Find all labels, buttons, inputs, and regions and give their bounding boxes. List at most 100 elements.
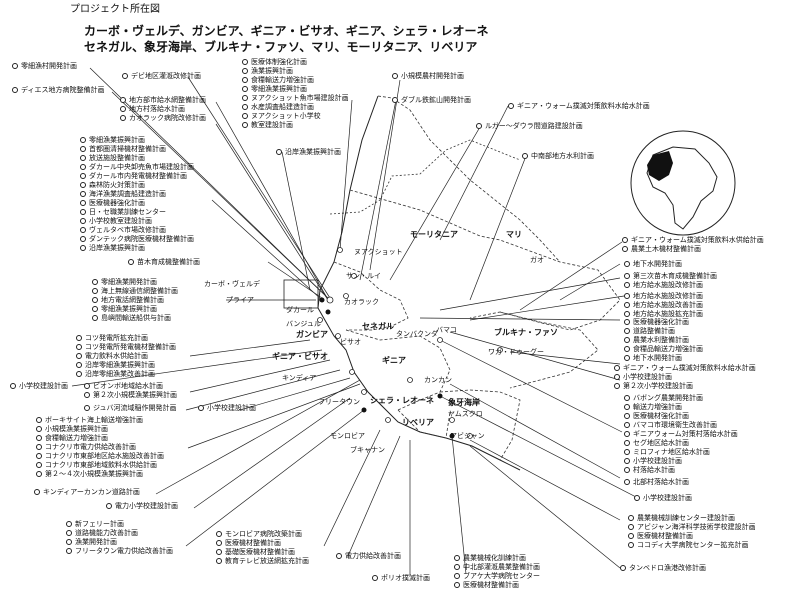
group-dakar: 零細漁業振興計画 首都圏清掃機材整備計画 放送施設整備計画 ダカール中央卸売魚市…	[80, 136, 194, 253]
countries-line-1: カーボ・ヴェルデ、ガンビア、ギニア・ビサオ、ギニア、シェラ・レオーネ	[84, 24, 489, 38]
project-label: ヌアクショット小学校	[242, 112, 349, 121]
group-kindia: キンディアーカンカン道路計画	[34, 488, 140, 497]
country-guinea-bissau: ギニア・ビサオ	[272, 352, 328, 361]
project-label: 医療機材強化計画	[624, 412, 738, 421]
city-kaolack: カオラック	[344, 298, 379, 306]
group-school-mid: 小学校建設計画	[198, 404, 256, 413]
country-mali: マリ	[506, 230, 522, 239]
country-cote-divoire: 象牙海岸	[448, 398, 480, 407]
project-label: 医療体制強化計画	[242, 58, 349, 67]
project-label: 地方部市給水網整備計画	[120, 96, 206, 105]
group-nursery: 苗木育成機整備計画	[128, 258, 200, 267]
project-label: 地方給水施設改善計画	[624, 301, 703, 310]
group-north-village: 北部村落給水計画	[624, 478, 689, 487]
project-label: 水産調査船建造計画	[242, 103, 349, 112]
project-label: 沿岸漁業振興計画	[276, 148, 341, 157]
project-label: ミロフィナ地区給水計画	[624, 448, 738, 457]
project-label: 医療機材整備計画	[628, 532, 756, 541]
project-label: ダブル鉄鉱山開発計画	[392, 96, 471, 105]
city-bissau: ビサオ	[340, 338, 361, 346]
project-label: 地方給水施設改修計画	[624, 281, 717, 290]
project-label: 新フェリー計画	[66, 520, 173, 529]
country-burkina-faso: ブルキナ・ファソ	[494, 328, 558, 337]
project-label: 食糧輸送力増強計画	[242, 76, 349, 85]
country-gambia: ガンビア	[296, 330, 328, 339]
project-label: 基礎医療機材整備計画	[216, 548, 309, 557]
border-mauritania	[377, 95, 561, 263]
country-sierra-leone: シェラ・レオーネ	[370, 396, 434, 405]
city-yamoussoukro: ヤムスクロ	[448, 410, 483, 418]
border-guinea	[345, 329, 451, 411]
city-markers	[317, 247, 503, 439]
project-label: ボーキサイト海上輸送増強計画	[36, 416, 164, 425]
border-senegal	[333, 261, 409, 331]
project-label: 地方村落給水計画	[120, 105, 206, 114]
project-label: キンディアーカンカン道路計画	[34, 488, 140, 497]
group-rugar: ルガー～ダウラ間道路建設計画	[476, 122, 583, 131]
city-freetown: フリータウン	[318, 398, 360, 406]
border-ci	[439, 389, 521, 461]
project-label: ギニア・ウォーム撲滅対策飲料水給水計画	[508, 102, 650, 111]
project-label: 沿岸零細漁業改善計画	[76, 370, 176, 379]
project-label: ヴェルタベ市場改修計画	[80, 226, 194, 235]
group-mali-central: 中南部地方水利計画	[522, 152, 594, 161]
group-left-2: ディエス地方病院整備計画	[12, 86, 105, 95]
group-polio: ポリオ撲滅計画	[372, 574, 430, 583]
project-label: 漁業振興計画	[242, 67, 349, 76]
group-tambe: タンベドロ漁港改修計画	[620, 564, 706, 573]
country-cape-verde: カーボ・ヴェルデ	[204, 280, 260, 288]
group-power-school: 電力小学校建設計画	[106, 502, 178, 511]
group-mauritania: 医療体制強化計画 漁業振興計画 食糧輸送力増強計画 零細漁業振興計画 ヌアクショ…	[242, 58, 349, 130]
project-label: コナクリ市東部地域飲料水供給計画	[36, 461, 164, 470]
project-label: 中南部地方水利計画	[522, 152, 594, 161]
project-label: コナクリ市東部地区給水施設改善計画	[36, 452, 164, 461]
group-praia: 零細漁業開発計画 海上無線通信網整備計画 地方電話網整備計画 零細漁業振興計画 …	[92, 278, 178, 323]
group-sierra-leone: 新フェリー計画 道路機能力改善計画 漁業開発計画 フリータウン電力供給改善計画	[66, 520, 173, 556]
project-label: 首都圏清掃機材整備計画	[80, 145, 194, 154]
group-burkina: ギニア・ウォーム撲滅対策飲料水給水計画 小学校建設計画 第２次小学校建設計画	[614, 364, 756, 391]
project-label: フリータウン電力供給改善計画	[66, 547, 173, 556]
city-bamako: バマコ	[436, 326, 457, 334]
project-label: コツ発電所拡充計画	[76, 334, 176, 343]
project-label: 村落給水計画	[624, 466, 738, 475]
project-label: 沿岸漁業振興計画	[80, 244, 194, 253]
countries-line-2: セネガル、象牙海岸、ブルキナ・ファソ、マリ、モーリタニア、リベリア	[84, 40, 478, 54]
project-label: アビジャン海洋科学技術学校建設計画	[628, 523, 756, 532]
project-label: ココディ大学病院センター拡充計画	[628, 541, 756, 550]
project-label: 漁業開発計画	[66, 538, 173, 547]
project-label: 日・セ職業訓練センター	[80, 208, 194, 217]
group-power: 電力供給改善計画	[336, 552, 401, 561]
group-monrovia: モンロビア病院改築計画 医療機材整備計画 基礎医療機材整備計画 教育テレビ放送網…	[216, 530, 309, 566]
project-label: 小規模農村開発計画	[392, 72, 464, 81]
project-label: 沿岸零細漁業振興計画	[76, 361, 176, 370]
city-monrovia: モンロビア	[330, 432, 365, 440]
project-label: バマコ市環境衛生改善計画	[624, 421, 738, 430]
group-mali-right-3: 第三次苗木育成機整備計画 地方給水施設改修計画	[624, 272, 717, 290]
group-nkc: 地方部市給水網整備計画 地方村落給水計画 カオラック病院改修計画	[120, 96, 206, 123]
project-label: ダカール中央卸売魚市場建設計画	[80, 163, 194, 172]
project-label: 医療機器強化計画	[624, 318, 703, 327]
project-label: 放送施設整備計画	[80, 154, 194, 163]
project-label: ギニア・ウォーム撲滅対策飲料水給水計画	[614, 364, 756, 373]
project-label: ポリオ撲滅計画	[372, 574, 430, 583]
project-label: 医療機材整備計画	[216, 539, 309, 548]
project-label: 中北部灌漑農業整備計画	[454, 563, 540, 572]
project-label: タンベドロ漁港改修計画	[620, 564, 706, 573]
project-label: 食糧品輸送力増強計画	[624, 345, 703, 354]
country-liberia: リベリア	[402, 418, 434, 427]
project-label: 地下水開発計画	[624, 260, 682, 269]
project-label: 第２次小学校建設計画	[614, 382, 756, 391]
project-label: ビオンボ地域給水計画	[84, 382, 177, 391]
project-label: 医療機材整備計画	[454, 581, 540, 590]
leader-lines	[71, 67, 639, 576]
city-saint-louis: サン・ルイ	[346, 272, 381, 280]
project-label: 農業土木機材整備計画	[622, 245, 764, 254]
city-banjul: バンジュル	[286, 320, 321, 328]
border-bf	[499, 311, 599, 389]
project-label: ダンテック病院医療機材整備計画	[80, 235, 194, 244]
project-label: 電力小学校建設計画	[106, 502, 178, 511]
coastline	[317, 95, 521, 471]
project-label: コツ発電所発電機材整備計画	[76, 343, 176, 352]
project-label: 地下水開発計画	[624, 354, 703, 363]
